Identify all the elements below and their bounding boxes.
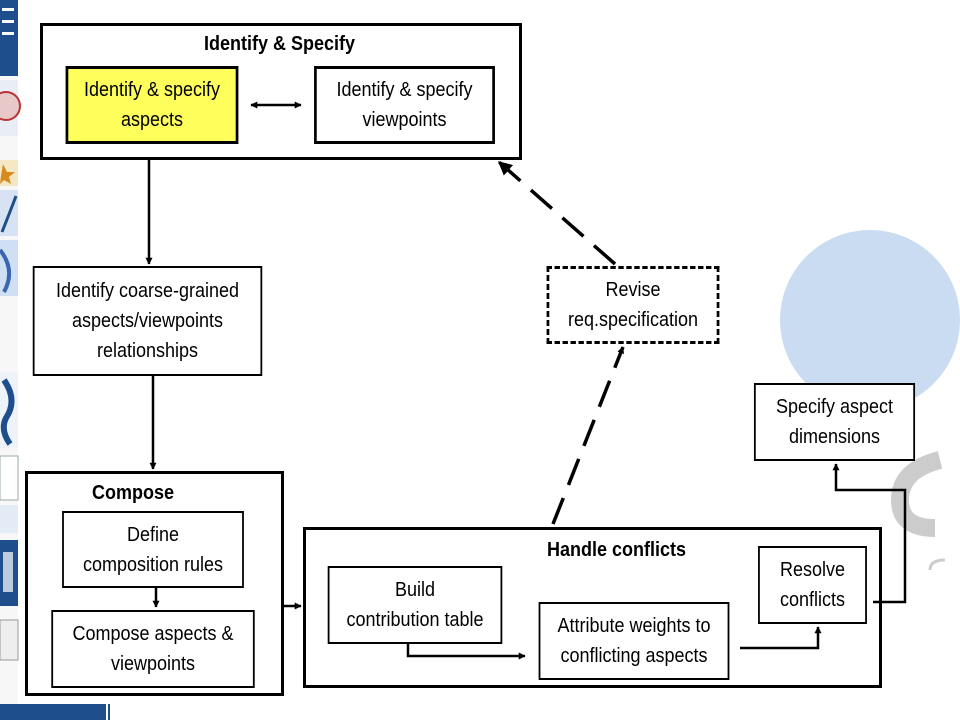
box-label-line: Compose aspects & (72, 623, 234, 645)
box-label-line: conflicts (779, 589, 845, 611)
box-label-line: Resolve (779, 559, 846, 581)
star-logo (0, 160, 18, 186)
box-label-line: viewpoints (362, 109, 447, 131)
box-label-line: Attribute weights to (557, 615, 711, 637)
box-label-line: contribution table (346, 609, 484, 631)
compose-aspects-box: Compose aspects & viewpoints (51, 610, 255, 688)
swoosh-logo (0, 240, 18, 296)
box-label-line: viewpoints (110, 653, 196, 675)
compose-title: Compose (92, 482, 175, 504)
box-label-line: composition rules (82, 553, 224, 576)
faces-logo (0, 372, 19, 501)
box-label-line: dimensions (788, 426, 881, 448)
coarse-grained-box: Identify coarse-grained aspects/viewpoin… (32, 266, 263, 376)
seal-logo (0, 80, 21, 136)
revise-spec-box: Revise req.specification (546, 266, 720, 344)
box-label-line: conflicting aspects (560, 645, 708, 667)
attribute-weights-box: Attribute weights to conflicting aspects (538, 602, 730, 680)
feather-logo (0, 190, 18, 236)
define-rules-box: Define composition rules (62, 511, 244, 588)
box-label-line: aspects (120, 109, 184, 131)
resolve-conflicts-box: Resolve conflicts (758, 546, 867, 624)
box-label-line: Identify coarse-grained (55, 280, 240, 302)
identify-viewpoints-box: Identify & specify viewpoints (314, 66, 495, 144)
university-logo (0, 0, 18, 76)
box-label-line: aspects/viewpoints (71, 310, 224, 332)
aspect-dimensions-box: Specify aspect dimensions (753, 383, 916, 461)
box-label-line: Identify & specify (83, 79, 221, 101)
handle-conflicts-title: Handle conflicts (547, 539, 687, 561)
identify-specify-title: Identify & Specify (204, 33, 356, 55)
crest-logo (0, 505, 19, 661)
contribution-table-box: Build contribution table (327, 566, 503, 644)
bottom-band (0, 704, 110, 720)
box-label-line: Build (394, 579, 436, 601)
box-label-line: Identify & specify (336, 79, 473, 101)
box-label-line: req.specification (567, 309, 699, 331)
box-label-line: Specify aspect (775, 396, 894, 418)
identify-aspects-box: Identify & specify aspects (65, 66, 239, 144)
box-label-line: Define (126, 523, 180, 546)
box-label-line: relationships (96, 340, 199, 362)
box-label-line: Revise (605, 279, 661, 301)
